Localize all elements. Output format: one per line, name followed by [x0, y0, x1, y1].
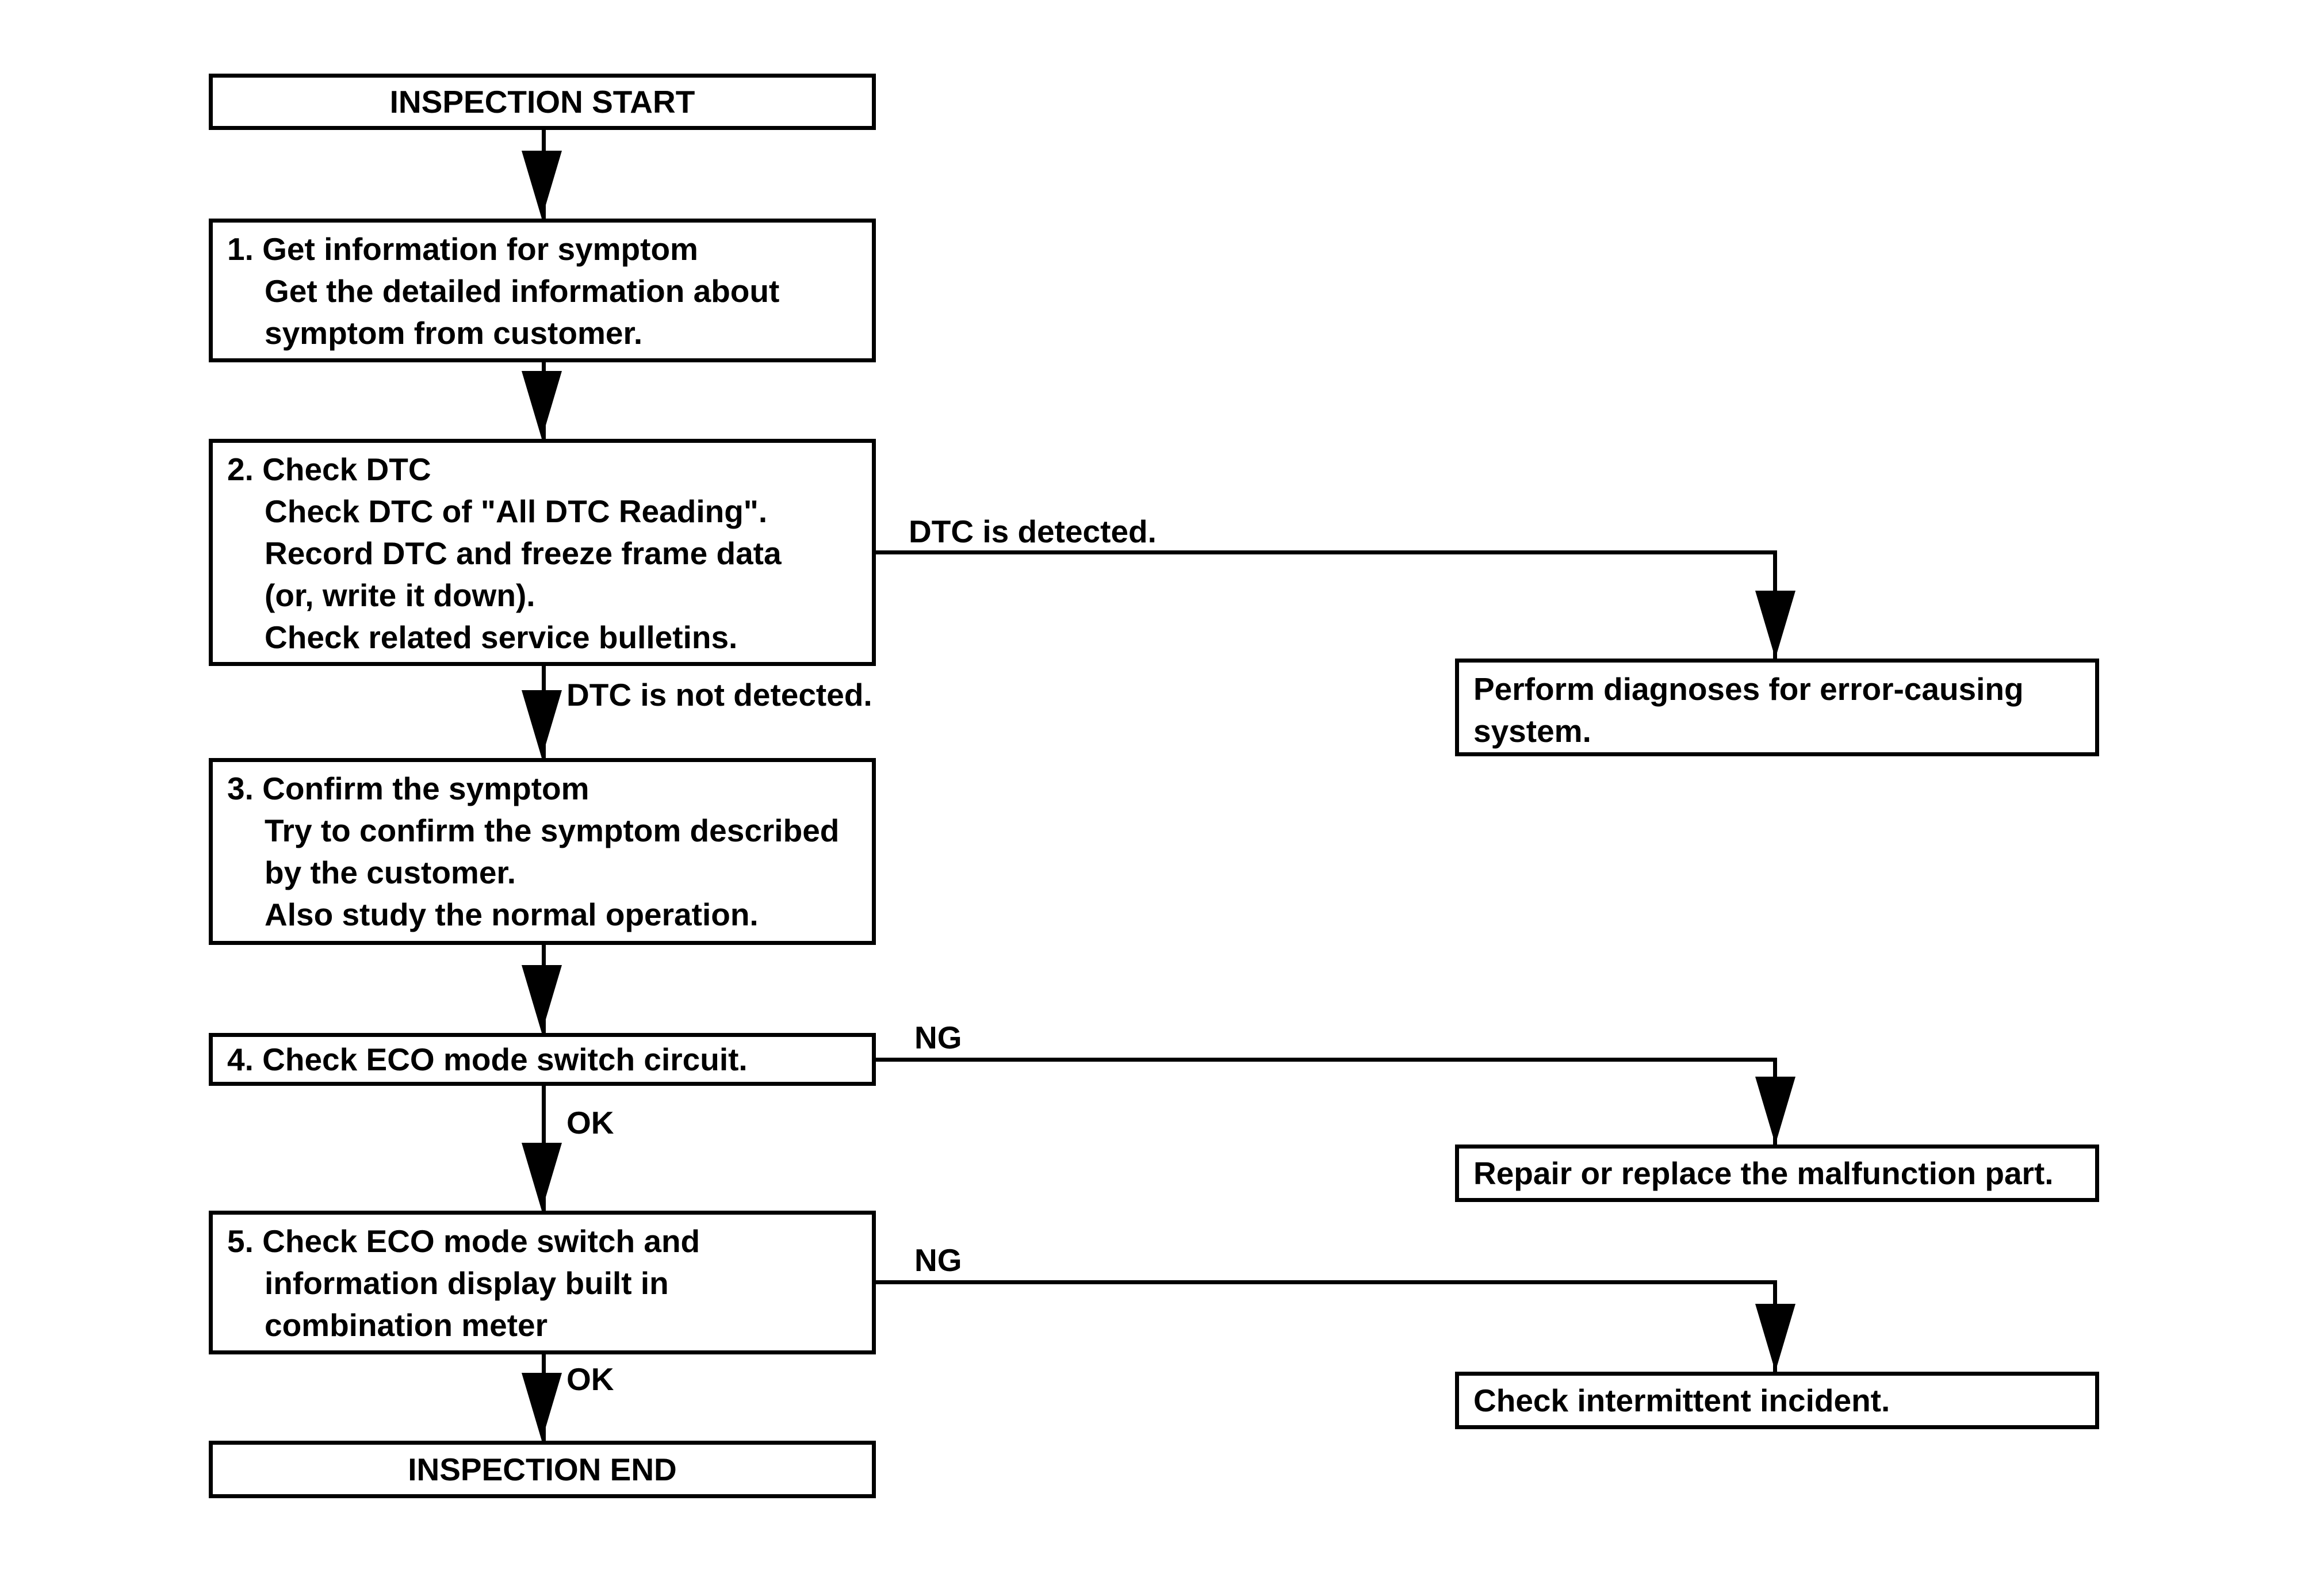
connector-line	[876, 550, 1777, 554]
edge-label-ng-1: NG	[914, 1020, 962, 1055]
arrow-down-icon	[1755, 591, 1795, 659]
edge-label-ok-1: OK	[566, 1105, 614, 1140]
edge-label-ok-2: OK	[566, 1361, 614, 1397]
connector-line	[876, 1280, 1777, 1284]
connector-line	[876, 1058, 1777, 1062]
arrow-down-icon	[1755, 1304, 1795, 1372]
arrow-down-icon	[1755, 1077, 1795, 1145]
flow-node-repair-replace: Repair or replace the malfunction part.	[1455, 1145, 2099, 1202]
edge-label-dtc-detected: DTC is detected.	[909, 514, 1157, 549]
arrow-down-icon	[522, 1143, 562, 1211]
flow-node-inspection-start: INSPECTION START	[209, 74, 876, 130]
arrow-down-icon	[522, 965, 562, 1033]
arrow-down-icon	[522, 371, 562, 439]
edge-label-dtc-not-detected: DTC is not detected.	[566, 677, 872, 713]
edge-label-ng-2: NG	[914, 1242, 962, 1278]
arrow-down-icon	[522, 151, 562, 219]
flow-node-step4-check-eco-switch-circuit: 4. Check ECO mode switch circuit.	[209, 1033, 876, 1086]
arrow-down-icon	[522, 690, 562, 758]
flow-node-inspection-end: INSPECTION END	[209, 1441, 876, 1498]
flow-node-check-intermittent: Check intermittent incident.	[1455, 1372, 2099, 1429]
arrow-down-icon	[522, 1373, 562, 1441]
